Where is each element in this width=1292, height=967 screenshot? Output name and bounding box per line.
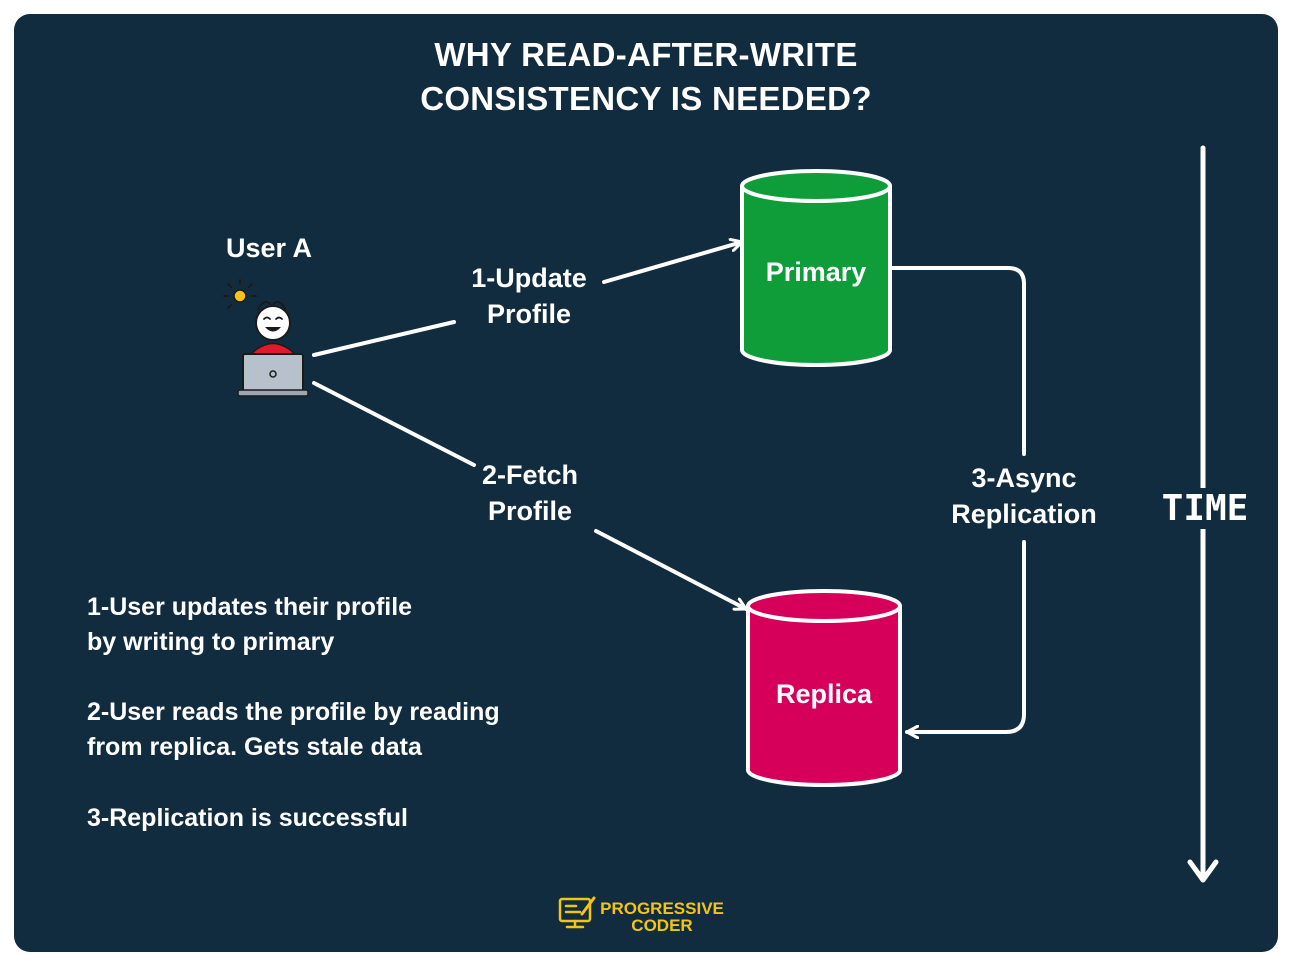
edge-update-profile bbox=[312, 242, 744, 357]
note-2: 2-User reads the profile by reading from… bbox=[87, 695, 500, 765]
note-3-line-1: 3-Replication is successful bbox=[87, 804, 408, 832]
edge-async-replication bbox=[890, 266, 1026, 732]
note-1: 1-User updates their profile by writing … bbox=[87, 590, 412, 660]
progressive-coder-logo-icon bbox=[558, 896, 596, 929]
time-axis-label: TIME bbox=[1145, 488, 1265, 529]
primary-database bbox=[740, 169, 892, 367]
title-line-2: CONSISTENCY IS NEEDED? bbox=[420, 80, 872, 117]
replica-label: Replica bbox=[775, 679, 873, 709]
note-1-line-1: 1-User updates their profile bbox=[87, 593, 413, 621]
smiley-face-icon bbox=[255, 300, 291, 341]
async-replication-label-line-1: 3-Async bbox=[971, 463, 1077, 493]
logo-text-line-2: CODER bbox=[631, 916, 693, 935]
edge-fetch-profile bbox=[312, 381, 748, 611]
diagram-canvas: WHY READ-AFTER-WRITE CONSISTENCY IS NEED… bbox=[14, 14, 1278, 952]
fetch-profile-label-line-1: 2-Fetch bbox=[481, 460, 579, 490]
fetch-profile-label: 2-Fetch Profile bbox=[454, 457, 606, 529]
primary-label: Primary bbox=[765, 257, 867, 287]
fetch-profile-label-line-2: Profile bbox=[487, 496, 573, 526]
note-3: 3-Replication is successful bbox=[87, 801, 408, 836]
update-profile-label-line-1: 1-Update bbox=[471, 263, 587, 293]
async-replication-label-line-2: Replication bbox=[951, 499, 1097, 529]
update-profile-label: 1-Update Profile bbox=[454, 260, 604, 332]
note-1-line-2: by writing to primary bbox=[87, 628, 335, 656]
logo-text-line-1: PROGRESSIVE bbox=[600, 899, 724, 918]
note-2-line-2: from replica. Gets stale data bbox=[87, 733, 422, 761]
title-line-1: WHY READ-AFTER-WRITE bbox=[434, 36, 858, 73]
lightbulb-icon bbox=[223, 279, 257, 309]
laptop-icon bbox=[237, 353, 309, 397]
update-profile-label-line-2: Profile bbox=[486, 299, 572, 329]
replica-database bbox=[746, 589, 902, 787]
diagram-graphics bbox=[223, 145, 1219, 929]
async-replication-label: 3-Async Replication bbox=[936, 460, 1112, 532]
note-2-line-1: 2-User reads the profile by reading bbox=[87, 698, 500, 726]
user-illustration bbox=[223, 279, 309, 397]
user-label: User A bbox=[226, 233, 313, 263]
logo-text: PROGRESSIVE CODER bbox=[600, 900, 724, 934]
